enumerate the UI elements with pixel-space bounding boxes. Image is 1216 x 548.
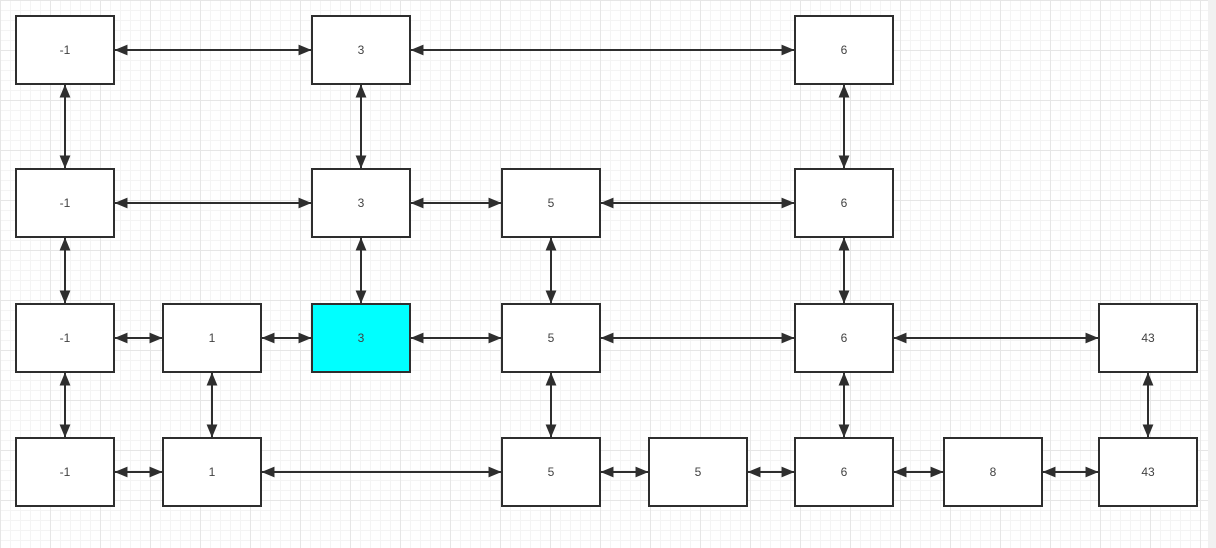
node-label: 5 <box>547 196 555 210</box>
diagram-node[interactable]: 1 <box>162 303 262 373</box>
diagram-node[interactable]: 5 <box>501 168 601 238</box>
node-label: -1 <box>59 465 71 479</box>
node-label: 3 <box>357 196 365 210</box>
node-label: -1 <box>59 43 71 57</box>
node-label: 5 <box>547 331 555 345</box>
node-label: 5 <box>694 465 702 479</box>
node-label: 1 <box>208 331 216 345</box>
diagram-node[interactable]: -1 <box>15 437 115 507</box>
diagram-node[interactable]: 5 <box>501 303 601 373</box>
diagram-node[interactable]: 1 <box>162 437 262 507</box>
node-label: 3 <box>357 331 365 345</box>
node-label: 6 <box>840 196 848 210</box>
diagram-node[interactable]: 43 <box>1098 303 1198 373</box>
diagram-node[interactable]: 3 <box>311 15 411 85</box>
diagram-node[interactable]: 8 <box>943 437 1043 507</box>
node-label: 5 <box>547 465 555 479</box>
diagram-node[interactable]: -1 <box>15 168 115 238</box>
diagram-node[interactable]: 6 <box>794 168 894 238</box>
node-label: 3 <box>357 43 365 57</box>
diagram-node[interactable]: 5 <box>648 437 748 507</box>
diagram-node[interactable]: 43 <box>1098 437 1198 507</box>
node-label: 43 <box>1141 465 1155 479</box>
vertical-scrollbar[interactable] <box>1208 0 1216 548</box>
node-label: 6 <box>840 465 848 479</box>
diagram-node-highlighted[interactable]: 3 <box>311 303 411 373</box>
diagram-node[interactable]: 6 <box>794 303 894 373</box>
node-label: 6 <box>840 331 848 345</box>
diagram-node[interactable]: 5 <box>501 437 601 507</box>
diagram-node[interactable]: -1 <box>15 303 115 373</box>
diagram-node[interactable]: 6 <box>794 437 894 507</box>
diagram-node[interactable]: -1 <box>15 15 115 85</box>
node-label: 1 <box>208 465 216 479</box>
node-label: -1 <box>59 196 71 210</box>
node-label: 6 <box>840 43 848 57</box>
diagram-node[interactable]: 6 <box>794 15 894 85</box>
node-label: 8 <box>989 465 997 479</box>
node-label: 43 <box>1141 331 1155 345</box>
diagram-node[interactable]: 3 <box>311 168 411 238</box>
node-label: -1 <box>59 331 71 345</box>
